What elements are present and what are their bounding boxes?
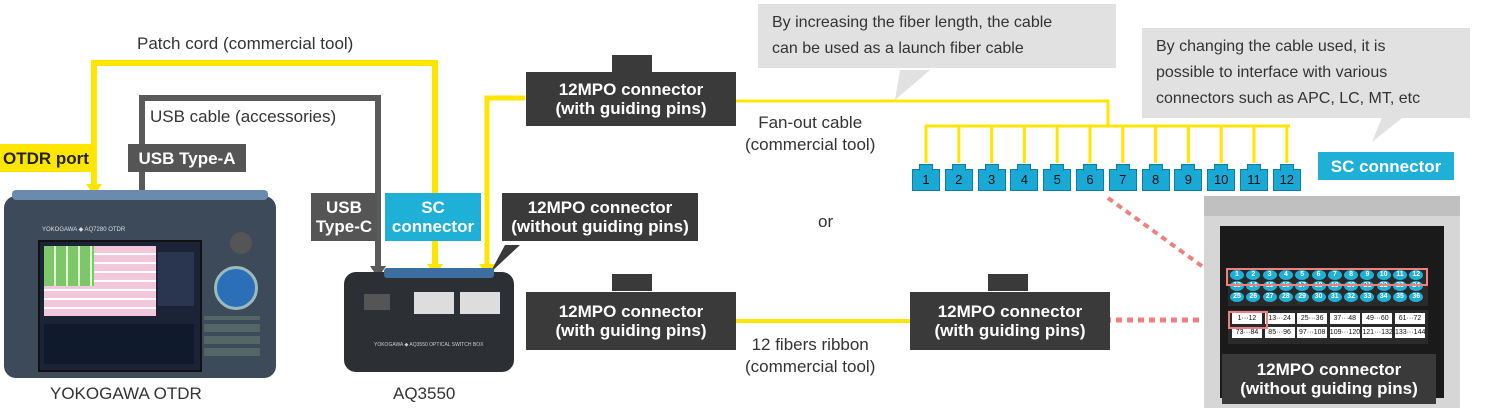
panel-port-11: 11 xyxy=(1393,270,1407,280)
panel-port-7: 7 xyxy=(1327,270,1342,280)
panel-highlight-mpo xyxy=(1228,311,1268,329)
switch-brand-label: YOKOGAWA ◆ AQ3550 OPTICAL SWITCH BOX xyxy=(374,342,484,348)
mpo-with-pins-top-box: 12MPO connector (with guiding pins) xyxy=(526,72,736,126)
mpo-with-pins-bottom-left-box: 12MPO connector (with guiding pins) xyxy=(526,292,736,350)
panel-port-36: 36 xyxy=(1409,292,1424,302)
panel-port-9: 9 xyxy=(1360,270,1375,280)
panel-port-6: 6 xyxy=(1311,270,1326,280)
panel-port-5: 5 xyxy=(1295,270,1310,280)
panel-port-32: 32 xyxy=(1344,292,1359,302)
panel-port-8: 8 xyxy=(1344,270,1359,280)
fanout-cable-label: Fan-out cable (commercial tool) xyxy=(745,113,876,154)
sc-connector-box: SC connector xyxy=(385,193,481,241)
fanout-line xyxy=(735,99,1110,125)
panel-port-2: 2 xyxy=(1246,270,1261,280)
usb-type-c-box: USB Type-C xyxy=(311,193,377,241)
panel-port-3: 3 xyxy=(1262,270,1277,280)
panel-port-35: 35 xyxy=(1393,292,1407,302)
callout-cable-change: By changing the cable used, it is possib… xyxy=(1142,28,1470,118)
panel-mpo-port-13···24: 13···24 xyxy=(1264,313,1295,324)
callout-fiber-length: By increasing the fiber length, the cabl… xyxy=(758,4,1116,68)
panel-mpo-port-49···60: 49···60 xyxy=(1362,313,1393,324)
panel-mpo-port-37···48: 37···48 xyxy=(1329,313,1360,324)
sc-connector-12: 12 xyxy=(1272,164,1301,191)
panel-highlight-top xyxy=(1226,268,1428,286)
panel-port-10: 10 xyxy=(1376,270,1391,280)
panel-mpo-port-85···96: 85···96 xyxy=(1264,327,1295,338)
mpo-without-pins-rack-box: 12MPO connector (without guiding pins) xyxy=(1222,354,1436,404)
switch-device: YOKOGAWA ◆ AQ3550 OPTICAL SWITCH BOX xyxy=(344,268,514,372)
sc-connector-5: 5 xyxy=(1043,164,1072,191)
sc-connector-10: 10 xyxy=(1207,164,1236,191)
usb-cable-label: USB cable (accessories) xyxy=(150,107,337,126)
sc-connector-9: 9 xyxy=(1174,164,1203,191)
panel-port-26: 26 xyxy=(1246,292,1261,302)
panel-mpo-port-121···132: 121···132 xyxy=(1362,327,1393,338)
panel-mpo-port-97···108: 97···108 xyxy=(1297,327,1328,338)
sc-connector-1: 1 xyxy=(912,164,940,191)
otdr-name-label: YOKOGAWA OTDR xyxy=(50,384,202,403)
mpo-link-line xyxy=(484,95,525,268)
mpo-with-pins-bottom-right-box: 12MPO connector (with guiding pins) xyxy=(910,292,1110,350)
panel-port-28: 28 xyxy=(1278,292,1293,302)
sc-connector-8: 8 xyxy=(1141,164,1170,191)
panel-mpo-port-109···120: 109···120 xyxy=(1329,327,1361,338)
panel-mpo-port-1···12: 1···12 xyxy=(1232,313,1262,324)
otdr-port-box: OTDR port xyxy=(0,144,92,172)
otdr-dial-icon xyxy=(214,266,258,310)
panel-port-12: 12 xyxy=(1409,270,1424,280)
panel-port-31: 31 xyxy=(1327,292,1342,302)
panel-port-29: 29 xyxy=(1295,292,1310,302)
ribbon-label: 12 fibers ribbon (commercial tool) xyxy=(745,335,876,376)
panel-port-25: 25 xyxy=(1230,292,1244,302)
panel-mpo-port-73···84: 73···84 xyxy=(1232,327,1262,338)
panel-port-4: 4 xyxy=(1278,270,1293,280)
otdr-screen xyxy=(38,240,202,372)
panel-port-34: 34 xyxy=(1376,292,1391,302)
otdr-device: YOKOGAWA ◆ AQ7280 OTDR xyxy=(4,190,276,378)
switch-name-label: AQ3550 xyxy=(393,384,456,403)
panel-port-1: 1 xyxy=(1230,270,1244,280)
panel-mpo-port-133···144: 133···144 xyxy=(1395,327,1426,338)
sc-connector-11: 11 xyxy=(1240,164,1268,191)
panel-port-30: 30 xyxy=(1311,292,1326,302)
panel-mpo-port-61···72: 61···72 xyxy=(1395,313,1425,324)
or-label: or xyxy=(818,212,834,231)
usb-type-a-box: USB Type-A xyxy=(128,144,246,172)
sc-connector-7: 7 xyxy=(1108,164,1137,191)
panel-port-27: 27 xyxy=(1262,292,1277,302)
sc-connector-6: 6 xyxy=(1076,164,1104,191)
patch-cord-label: Patch cord (commercial tool) xyxy=(137,34,354,53)
patch-cord-line xyxy=(91,60,438,268)
panel-mpo-port-25···36: 25···36 xyxy=(1297,313,1328,324)
mpo-without-pins-box: 12MPO connector (without guiding pins) xyxy=(502,193,698,241)
sc-connector-right-box: SC connector xyxy=(1318,152,1454,180)
sc-connector-4: 4 xyxy=(1010,164,1039,191)
dashed-arrow-top xyxy=(1106,196,1212,274)
panel-port-33: 33 xyxy=(1360,292,1375,302)
otdr-brand-label: YOKOGAWA ◆ AQ7280 OTDR xyxy=(42,227,126,233)
sc-connector-2: 2 xyxy=(944,164,973,191)
sc-connector-3: 3 xyxy=(977,164,1006,191)
